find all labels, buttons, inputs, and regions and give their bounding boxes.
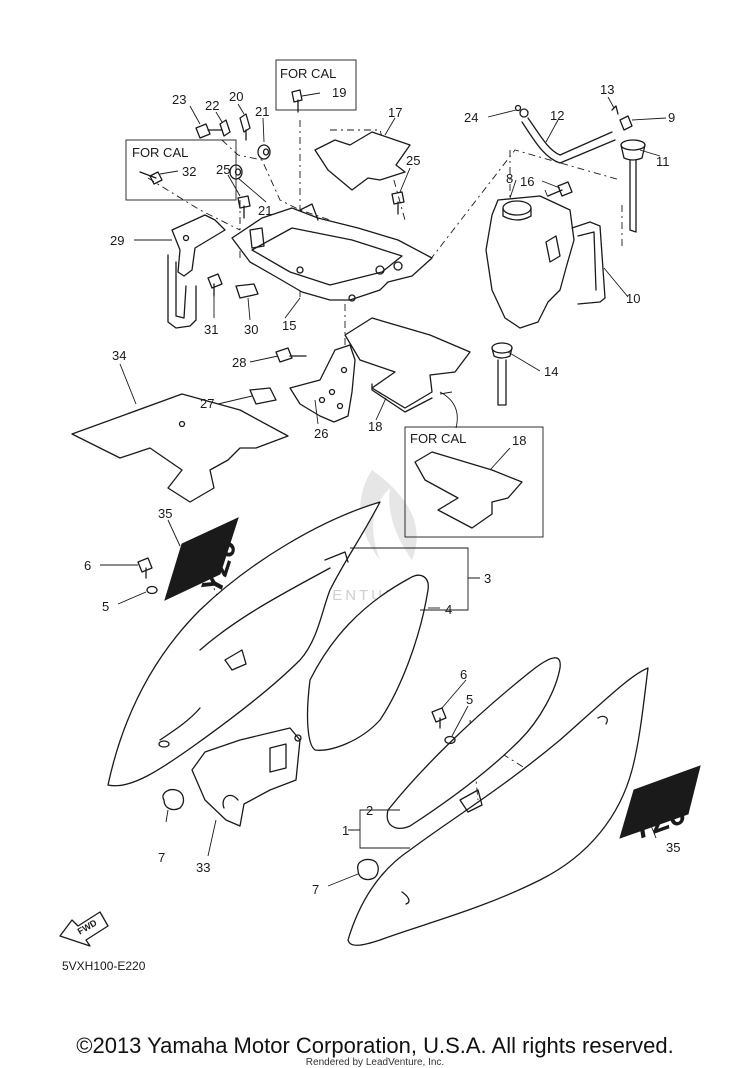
- callout-29: 29: [110, 233, 124, 248]
- callout-35: 35: [158, 506, 172, 521]
- callout-33: 33: [196, 860, 210, 875]
- callout-15: 15: [282, 318, 296, 333]
- callout-1: 1: [342, 823, 349, 838]
- for-cal-box-right: FOR CAL: [404, 426, 544, 538]
- callout-13: 13: [600, 82, 614, 97]
- part-12-hose: [514, 104, 616, 164]
- callout-20: 20: [229, 89, 243, 104]
- callout-2: 2: [366, 803, 373, 818]
- callout-19: 19: [332, 85, 346, 100]
- part-29-bracket: [167, 214, 226, 329]
- part-8-tank: [485, 195, 606, 329]
- callout-16: 16: [520, 174, 534, 189]
- part-1-right-side-cover: [347, 667, 649, 946]
- callout-30: 30: [244, 322, 258, 337]
- for-cal-box-top: FOR CAL: [275, 59, 357, 111]
- callout-26: 26: [314, 426, 328, 441]
- callout-9: 9: [668, 110, 675, 125]
- part-35-decal-right: YZ6: [619, 765, 701, 847]
- fwd-arrow: FWD: [59, 911, 109, 947]
- callout-5: 5: [466, 692, 473, 707]
- callout-17: 17: [388, 105, 402, 120]
- part-18-plate: [344, 317, 471, 413]
- rendered-by-credit: Rendered by LeadVenture, Inc.: [305, 1057, 445, 1068]
- callout-6: 6: [460, 667, 467, 682]
- reference-code: 5VXH100-E220: [62, 959, 146, 973]
- callout-numbers: 1 2 3 4 5 5 6 6 7 7 8 9 10 11 12 13 14 1…: [84, 82, 680, 897]
- part-11-cap: [611, 105, 646, 233]
- part-3-left-side-cover: [107, 501, 381, 787]
- for-cal-label: FOR CAL: [132, 145, 188, 160]
- callout-28: 28: [232, 355, 246, 370]
- callout-32: 32: [182, 164, 196, 179]
- for-cal-label: FOR CAL: [410, 431, 466, 446]
- callout-21: 21: [258, 203, 272, 218]
- callout-18: 18: [512, 433, 526, 448]
- callout-31: 31: [204, 322, 218, 337]
- part-15-bracket: [231, 203, 433, 302]
- fasteners: [137, 89, 573, 881]
- leader-lines: [100, 92, 667, 887]
- callout-4: 4: [445, 602, 452, 617]
- callout-35: 35: [666, 840, 680, 855]
- callout-3: 3: [484, 571, 491, 586]
- for-cal-label: FOR CAL: [280, 66, 336, 81]
- callout-25: 25: [216, 162, 230, 177]
- callout-7: 7: [312, 882, 319, 897]
- callout-12: 12: [550, 108, 564, 123]
- part-17-cover: [314, 131, 411, 191]
- part-35-decal-left: YZ6: [164, 517, 244, 601]
- part-2-right-panel: [386, 657, 561, 829]
- callout-5: 5: [102, 599, 109, 614]
- callout-11: 11: [656, 154, 670, 169]
- callout-34: 34: [112, 348, 126, 363]
- callout-22: 22: [205, 98, 219, 113]
- part-4-left-panel: [306, 574, 429, 751]
- part-14-clamp: [491, 342, 513, 406]
- copyright-notice: ©2013 Yamaha Motor Corporation, U.S.A. A…: [76, 1033, 674, 1058]
- callout-18: 18: [368, 419, 382, 434]
- callout-21: 21: [255, 104, 269, 119]
- part-34-sheet: [71, 393, 289, 503]
- callout-27: 27: [200, 396, 214, 411]
- callout-24: 24: [464, 110, 478, 125]
- callout-25: 25: [406, 153, 420, 168]
- callout-10: 10: [626, 291, 640, 306]
- part-18-plate-cal: [414, 451, 523, 529]
- part-33-guard: [191, 727, 302, 827]
- callout-7: 7: [158, 850, 165, 865]
- callout-23: 23: [172, 92, 186, 107]
- callout-6: 6: [84, 558, 91, 573]
- part-26-bracket: [289, 344, 356, 423]
- callout-8: 8: [506, 171, 513, 186]
- callout-14: 14: [544, 364, 558, 379]
